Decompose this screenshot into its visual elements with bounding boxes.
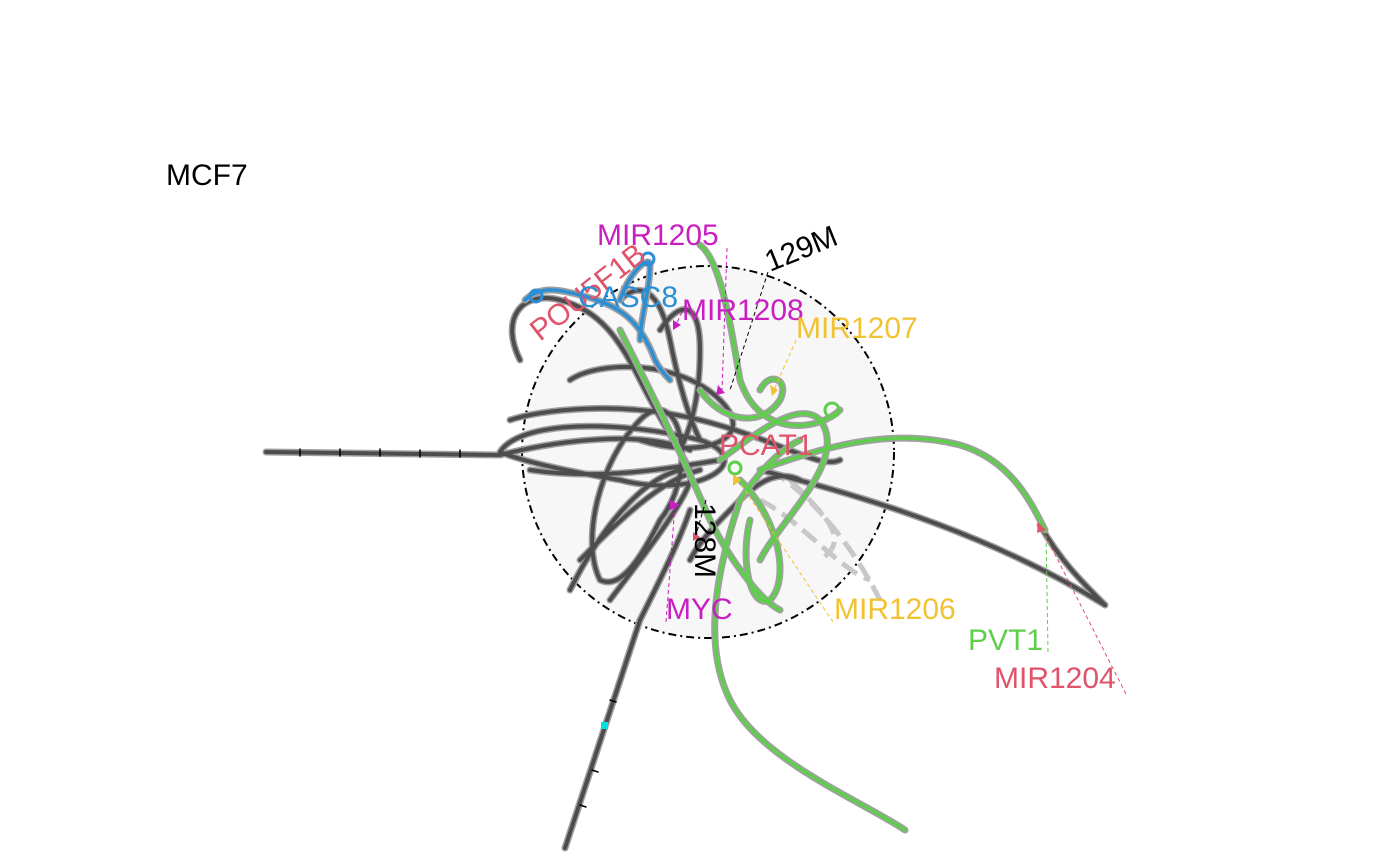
marker-cyan <box>601 722 608 729</box>
gene-label-mir1208: MIR1208 <box>682 294 804 327</box>
casc8-track <box>521 251 674 384</box>
pvt1-track <box>616 241 1049 834</box>
plot-title: MCF7 <box>166 159 248 192</box>
gene-label-myc: MYC <box>666 593 733 626</box>
gene-label-mir1207: MIR1207 <box>796 312 918 345</box>
gene-markers <box>670 320 1046 541</box>
gene-label-pvt1: PVT1 <box>968 624 1043 657</box>
faded-tracks <box>758 467 883 602</box>
gene-label-casc8: CASC8 <box>578 281 678 314</box>
gene-label-pcat1: PCAT1 <box>719 429 813 462</box>
tick-label-start: 128M <box>688 503 721 578</box>
locus-circle <box>521 265 895 639</box>
gene-label-mir1204: MIR1204 <box>994 662 1116 695</box>
tick-label-end: 129M <box>760 220 842 279</box>
gene-label-mir1206: MIR1206 <box>834 593 956 626</box>
gene-label-mir1205: MIR1205 <box>597 219 719 252</box>
leader-lines <box>665 247 1127 695</box>
